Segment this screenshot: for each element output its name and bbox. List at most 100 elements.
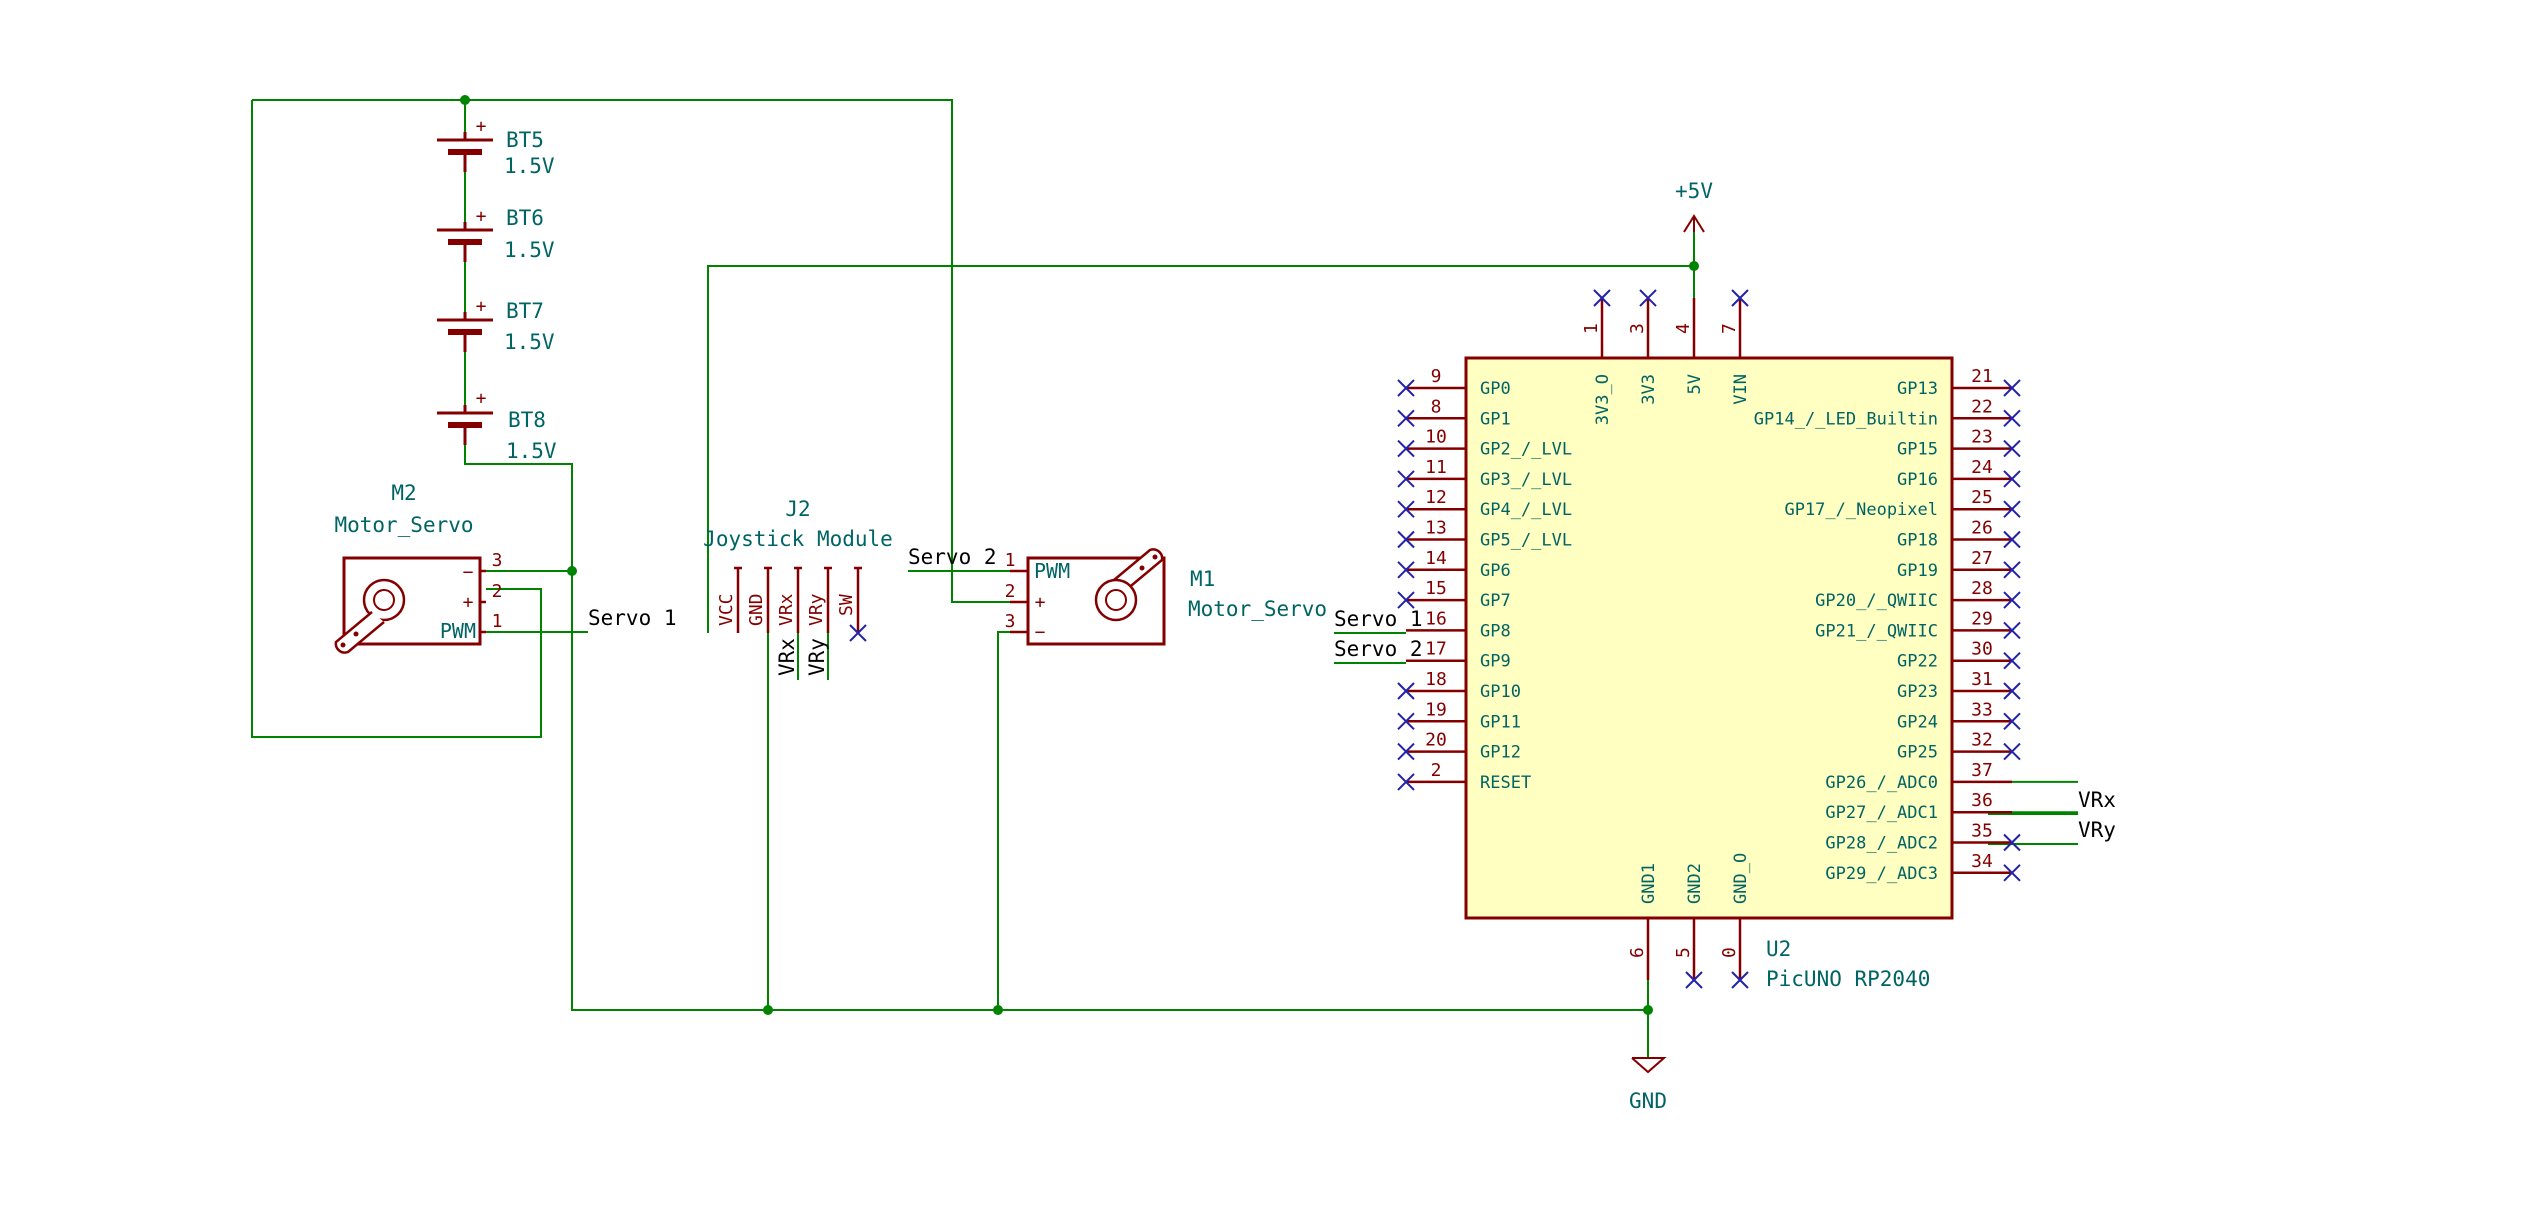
gnd-label: GND: [1629, 1089, 1667, 1113]
mcu-pin-number: 29: [1971, 608, 1993, 629]
net-label-vrx: VRx: [2078, 788, 2116, 812]
no-connect-icon: [1685, 971, 1703, 989]
servo-value: Motor_Servo: [334, 513, 473, 537]
mcu-pin-number: 25: [1971, 487, 1993, 508]
mcu-pin-number: 5: [1673, 947, 1694, 958]
mcu-pin-name: GP18: [1897, 531, 1938, 551]
joystick-wire-label-vrx: VRx: [775, 638, 799, 676]
junction-dot: [460, 95, 470, 105]
servo-minus: −: [1035, 622, 1046, 643]
mcu-pin-name: GP26_/_ADC0: [1825, 773, 1938, 793]
battery-ref: BT8: [508, 408, 546, 432]
mcu-pin-number: 11: [1425, 457, 1447, 478]
battery-bt5: + BT5 1.5V: [437, 116, 555, 178]
no-connect-icon: [1397, 439, 1415, 458]
servo-plus: +: [463, 592, 474, 613]
power-symbol-gnd: GND: [1629, 1057, 1667, 1113]
mcu-pin-number: 18: [1425, 669, 1447, 690]
servo-pin-number: 1: [492, 611, 503, 632]
servo-pin-number: 3: [1005, 611, 1016, 632]
mcu-pin-number: 24: [1971, 457, 1993, 478]
mcu-pin-name: GND_O: [1731, 853, 1751, 904]
mcu-pin-number: 8: [1431, 396, 1442, 417]
mcu-pin-name: GP0: [1480, 379, 1511, 399]
no-connect-icon: [2003, 712, 2021, 731]
mcu-pin-number: 30: [1971, 639, 1993, 660]
servo-pin-number: 1: [1005, 550, 1016, 571]
battery-plus: +: [476, 296, 487, 317]
mcu-pin-name: GP6: [1480, 561, 1511, 581]
mcu-pin-number: 13: [1425, 518, 1447, 539]
no-connect-icon: [1397, 712, 1415, 731]
mcu-pin-name: GP16: [1897, 470, 1938, 490]
no-connect-icon: [1397, 409, 1415, 428]
joystick-value: Joystick Module: [703, 527, 893, 551]
mcu-pin-number: 0: [1719, 947, 1740, 958]
mcu-pin-number: 34: [1971, 851, 1993, 872]
joystick-ref: J2: [785, 497, 810, 521]
mcu-pin-number: 20: [1425, 730, 1447, 751]
mcu-right-pins: 21GP1322GP14_/_LED_Builtin23GP1524GP1625…: [1754, 366, 2078, 884]
net-label-servo1-left: Servo 1: [588, 606, 677, 630]
mcu-value: PicUNO RP2040: [1766, 967, 1930, 991]
junction-dot: [567, 566, 577, 576]
wire-top-loop: [252, 99, 1010, 603]
no-connect-icon: [2003, 742, 2021, 761]
no-connect-icon: [1731, 971, 1749, 989]
servo-ref: M2: [391, 481, 416, 505]
mcu-pin-number: 16: [1425, 608, 1447, 629]
joystick-wire-label-vry: VRy: [805, 638, 829, 676]
mcu-pin-name: GP10: [1480, 682, 1521, 702]
mcu-pin: 0 GND_O: [1719, 853, 1751, 989]
no-connect-icon: [1397, 682, 1415, 700]
vcc-label: +5V: [1675, 179, 1713, 203]
no-connect-icon: [2003, 651, 2021, 670]
no-connect-icon: [2003, 439, 2021, 458]
no-connect-icon: [1397, 742, 1415, 761]
mcu-pin-number: 37: [1971, 760, 1993, 781]
no-connect-icon: [1639, 289, 1657, 307]
mcu-pin-name: GND1: [1639, 863, 1659, 904]
servo-m2: M2 Motor_Servo − + PWM 3 2 1: [334, 481, 503, 654]
junction-dot: [993, 1005, 1003, 1015]
mcu-pin-name: GP23: [1897, 682, 1938, 702]
joystick-pin-label: VRx: [776, 593, 797, 626]
mcu-pin-name: GP28_/_ADC2: [1825, 834, 1938, 854]
mcu-pin: 45V: [1673, 298, 1705, 394]
no-connect-icon: [1397, 773, 1415, 791]
junction-dot: [1689, 261, 1699, 271]
servo-pwm-label: PWM: [440, 619, 476, 643]
battery-bt8: + BT8 1.5V: [437, 388, 557, 463]
battery-ref: BT5: [506, 128, 544, 152]
mcu-pin-number: 4: [1673, 323, 1694, 334]
mcu-left-pins: 9GP08GP110GP2_/_LVL11GP3_/_LVL12GP4_/_LV…: [1397, 366, 1572, 793]
mcu-ref: U2: [1766, 937, 1791, 961]
battery-ref: BT7: [506, 299, 544, 323]
net-label-servo2-mcu: Servo 2: [1334, 637, 1423, 661]
joystick-j2: J2 Joystick Module VCC GND VRx VRy SW VR…: [703, 497, 893, 676]
no-connect-icon: [2003, 409, 2021, 428]
mcu-pin-name: GP14_/_LED_Builtin: [1754, 409, 1938, 429]
joystick-pin-label: GND: [746, 593, 767, 626]
battery-value: 1.5V: [504, 238, 555, 262]
